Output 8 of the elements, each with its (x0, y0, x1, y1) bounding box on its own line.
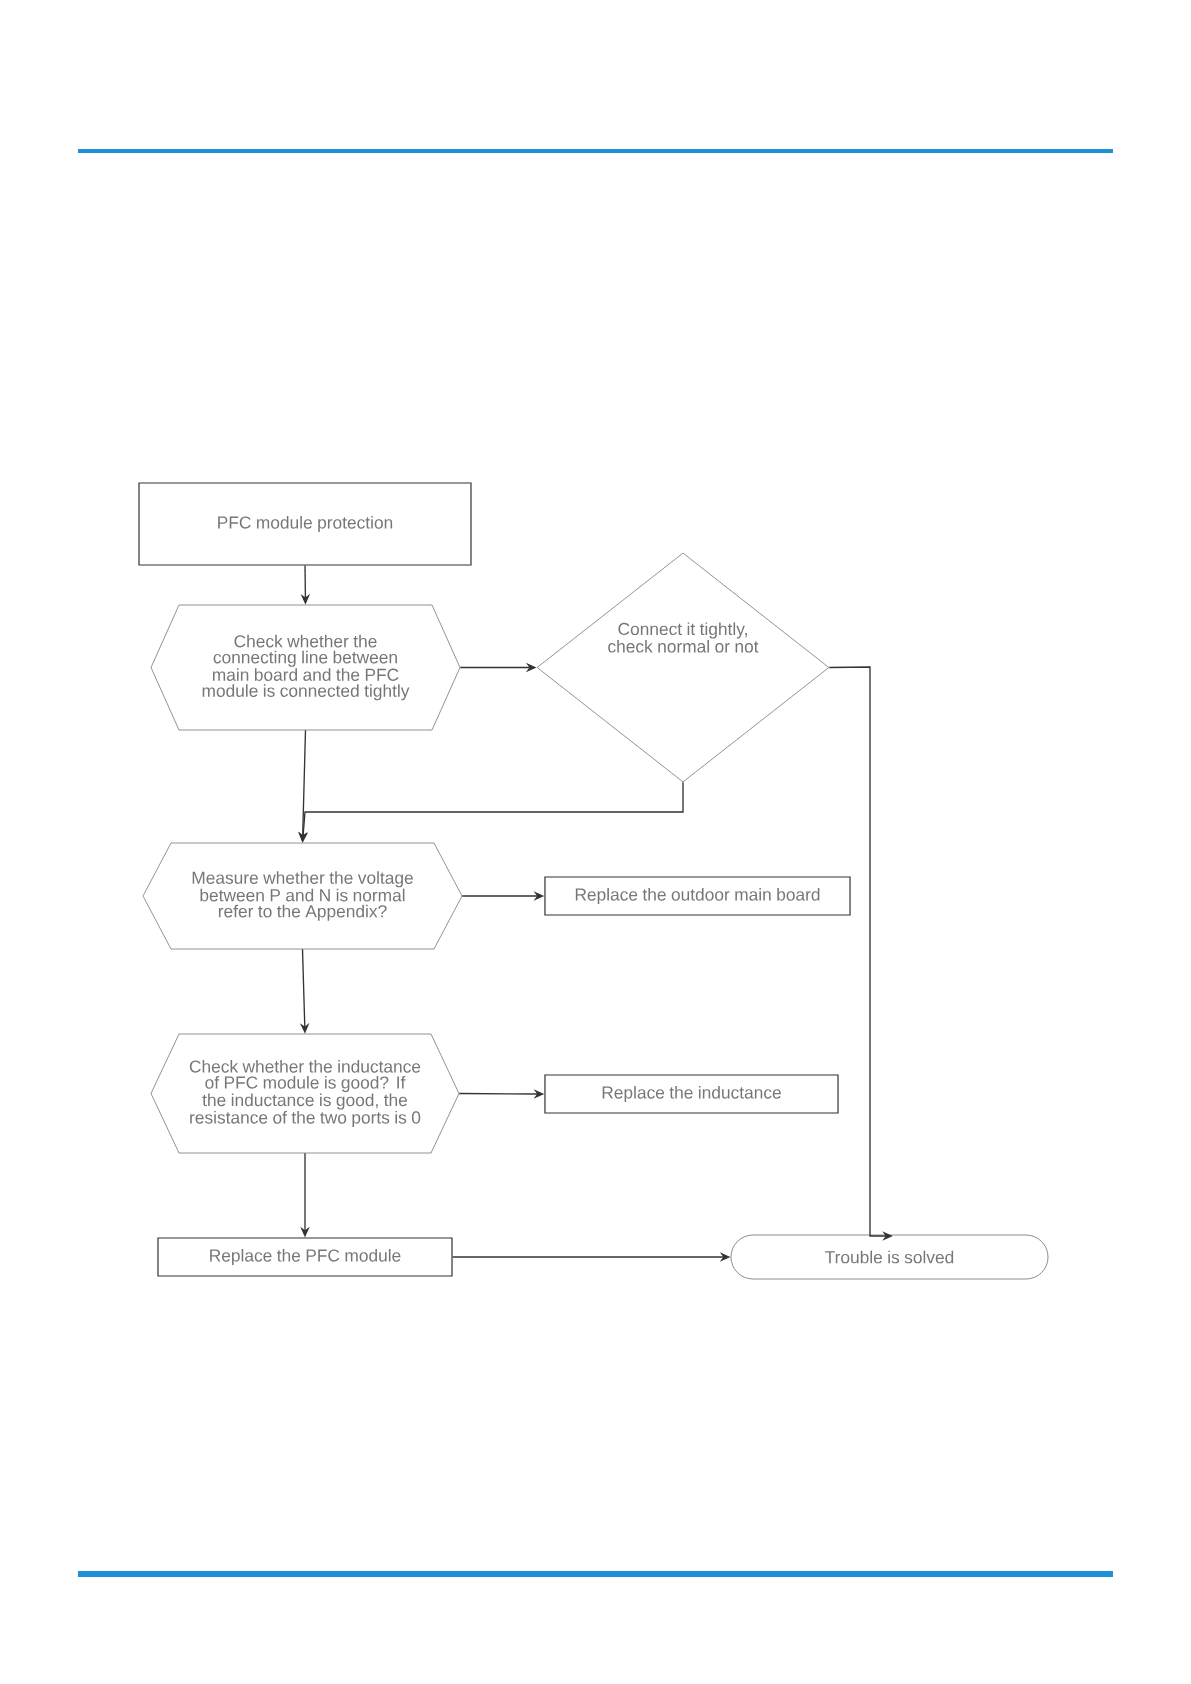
decision-hexagon: Check whether the inductance of PFC module is good? If the inductance is good, the resistance of the two ports is 0 (150, 1033, 460, 1154)
process-box: Replace the outdoor main board (544, 876, 851, 916)
terminal-box: Trouble is solved (730, 1234, 1049, 1280)
decision-hexagon: Check whether the connecting line between main board and the PFC module is connected tightly (150, 604, 461, 731)
decision-hexagon: Measure whether the voltage between P and N is normal refer to the Appendix? (142, 842, 463, 950)
process-box: Replace the PFC module (157, 1237, 453, 1277)
process-box: Replace the inductance (544, 1074, 839, 1114)
process-box: PFC module protection (138, 482, 472, 566)
